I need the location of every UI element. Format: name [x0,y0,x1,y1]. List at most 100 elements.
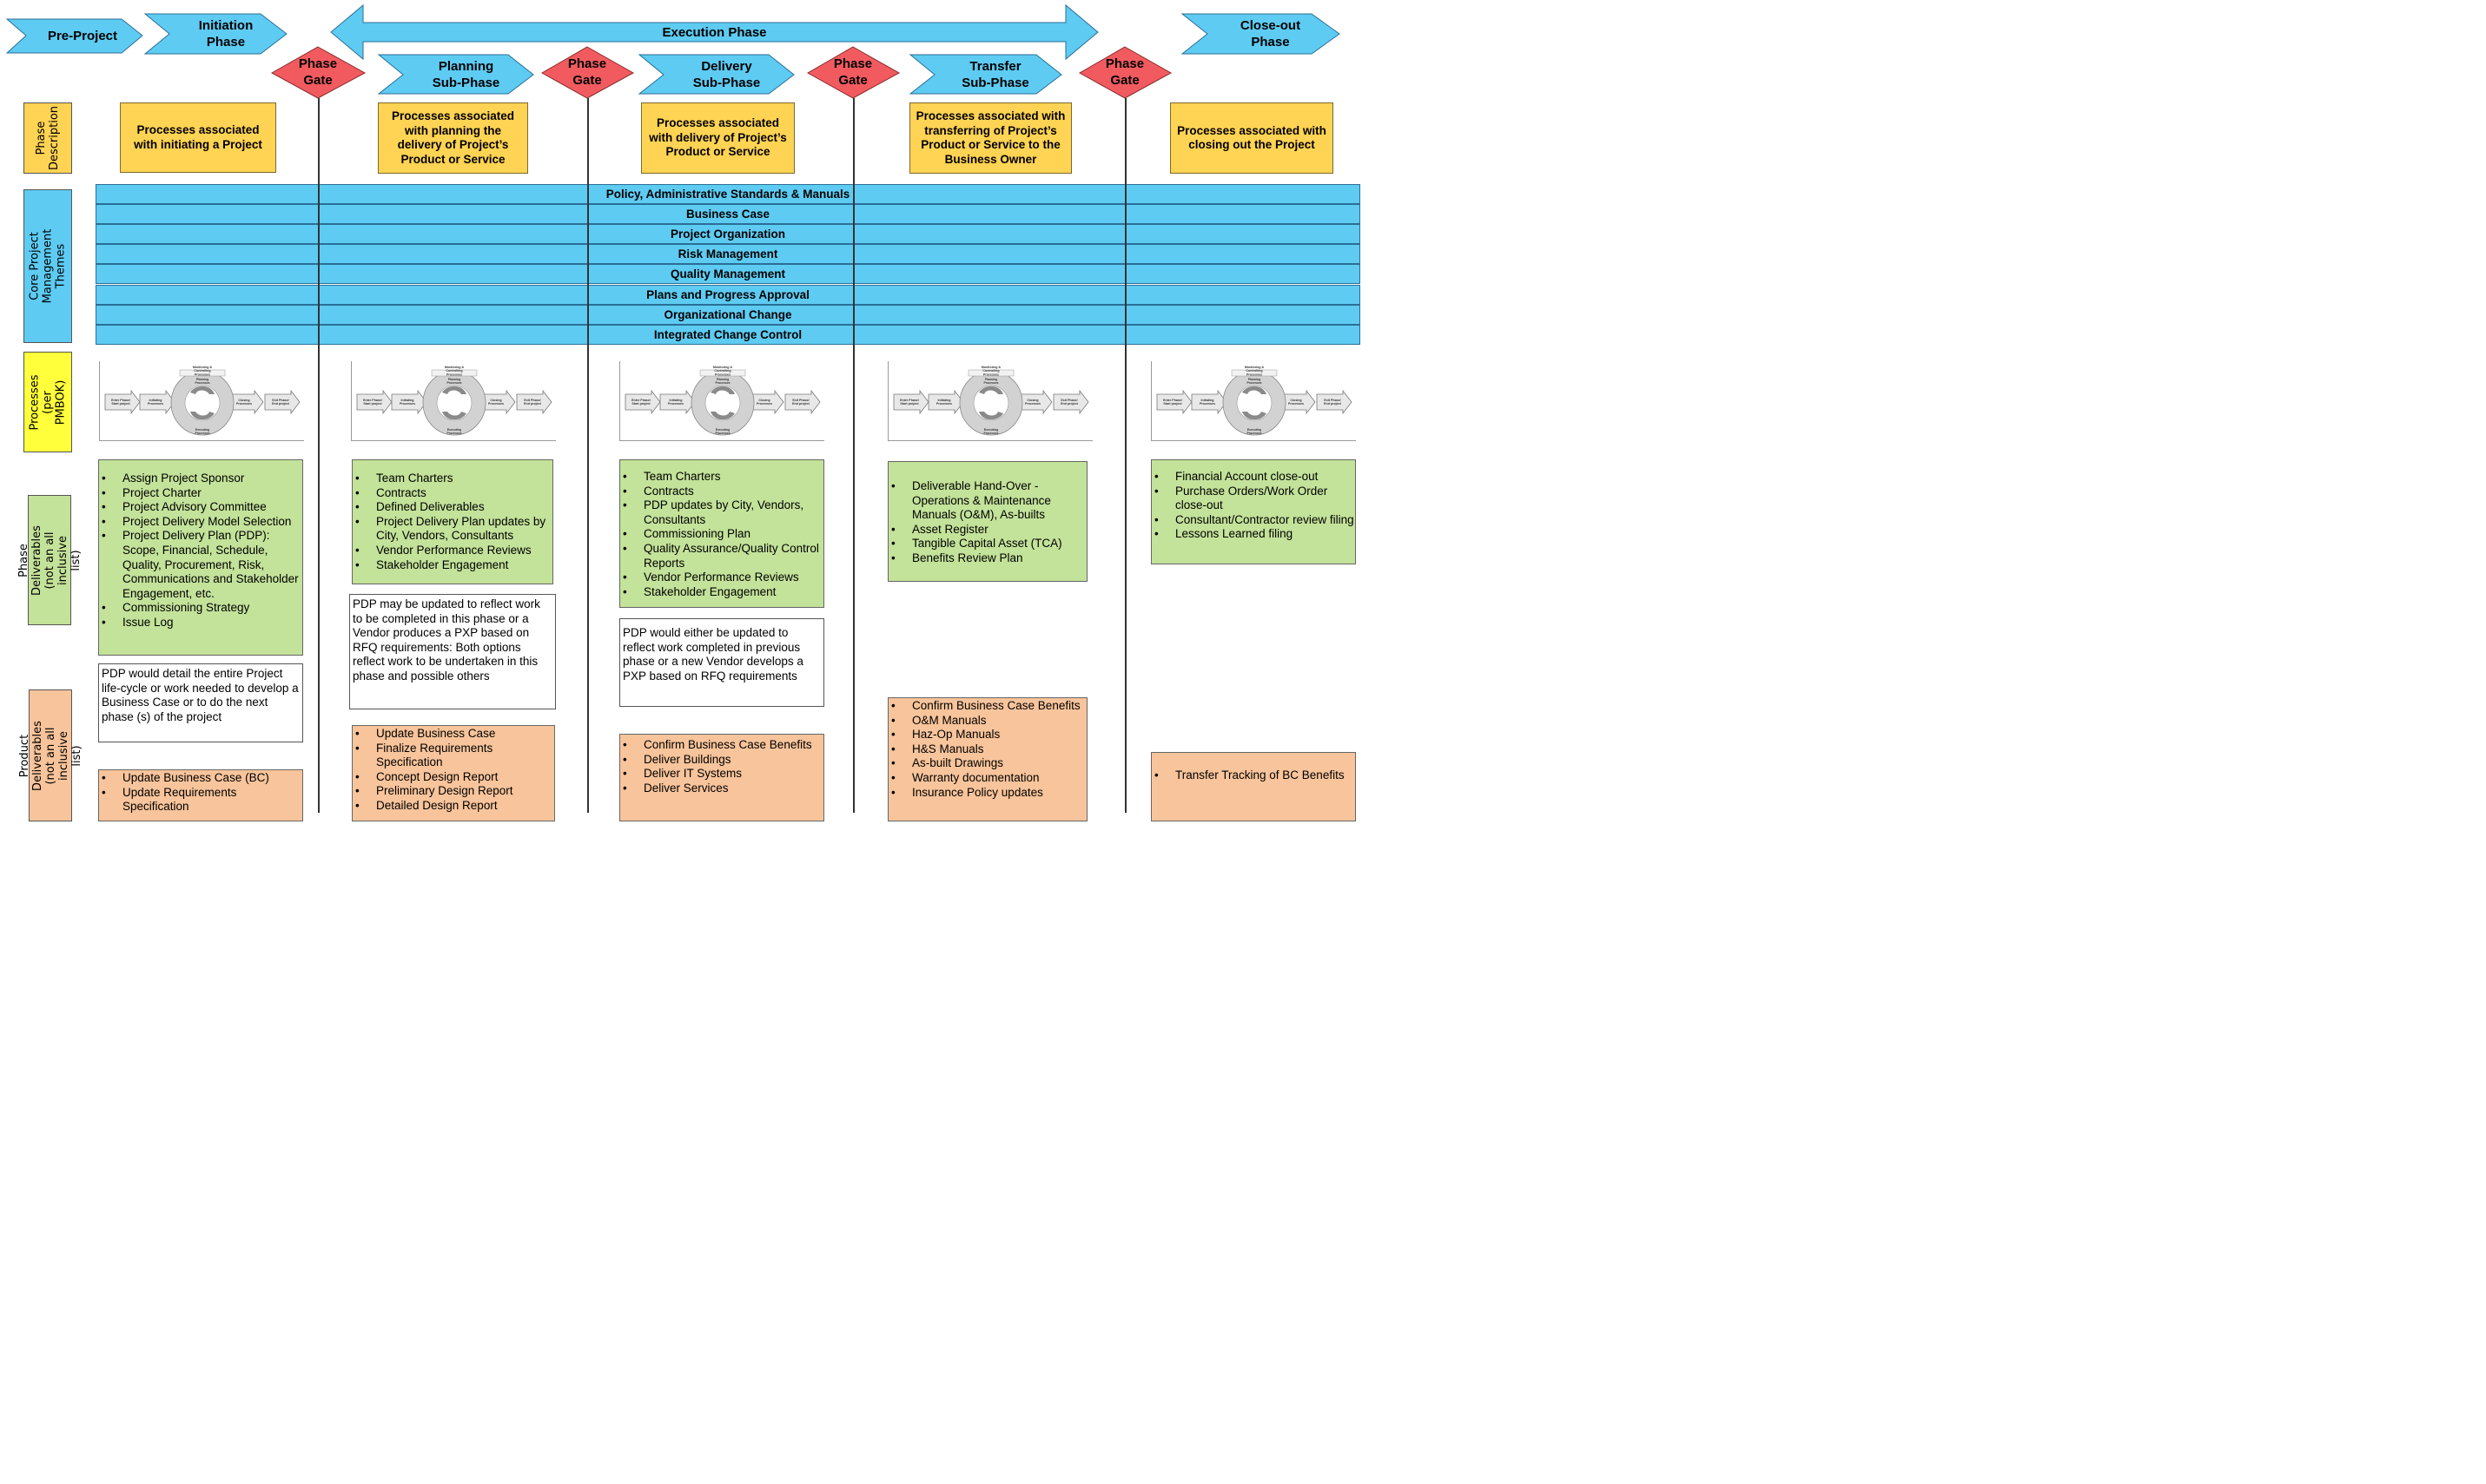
product-list: Confirm Business Case Benefits O&M Manua… [889,699,1087,800]
deliverables-list: Team Charters Contracts Defined Delivera… [353,472,552,572]
enter-label: Enter Phase/Start project [111,399,130,406]
gate-line-4 [1125,98,1127,813]
list-item: Transfer Tracking of BC Benefits [1152,768,1355,783]
planning-arrow [377,54,534,95]
initiation-arrow [143,13,288,55]
list-item: Team Charters [620,470,823,485]
delivery-label: Delivery Sub-Phase [692,58,761,90]
list-item: Insurance Policy updates [889,786,1087,801]
cycle-core [704,385,741,421]
initiation-label: Initiation Phase [198,18,254,49]
row-label-themes: Core Project Management Themes [23,189,72,343]
list-item: Lessons Learned filing [1152,527,1355,542]
monitoring-band [968,369,1015,377]
pre-project-label: Pre-Project [47,29,118,43]
list-item: Vendor Performance Reviews [620,571,823,585]
cycle-arrow-top [1242,386,1266,394]
list-item: Project Delivery Plan updates by City, V… [353,515,552,544]
exit-label: Exit Phase/End project [1324,399,1342,406]
theme-row: Organizational Change [96,305,1360,325]
product-list: Confirm Business Case Benefits Deliver B… [620,738,823,795]
list-item: Preliminary Design Report [353,784,554,799]
planning-label: Planning Sub-Phase [432,58,500,90]
initiating-arrow [139,389,175,415]
list-item: Warranty documentation [889,771,1087,786]
row-label-processes: Processes (per PMBOK) [23,352,72,452]
monitoring-band [1231,369,1278,377]
list-item: Asset Register [889,523,1087,538]
enter-label: Enter Phase/Start project [363,399,382,406]
transfer-arrow [909,54,1062,95]
enter-arrow [1156,389,1193,415]
list-item: Tangible Capital Asset (TCA) [889,537,1087,551]
deliverables-list: Financial Account close-out Purchase Ord… [1152,470,1355,542]
list-item: Assign Project Sponsor [99,472,302,486]
cycle-arrow-top [190,386,215,394]
initiating-arrow [928,389,964,415]
exit-label: Exit Phase/End project [524,399,542,406]
cycle-arrow-top [979,386,1003,394]
list-item: Issue Log [99,616,302,630]
cycle-core [436,385,473,421]
row-label-description: Phase Description [23,102,72,174]
list-item: Project Delivery Model Selection [99,515,302,530]
enter-arrow [625,389,661,415]
list-item: Haz-Op Manuals [889,728,1087,742]
project-lifecycle-diagram: { "phases": { "pre_project": "Pre-Projec… [0,0,1362,821]
exit-label: Exit Phase/End project [1061,399,1079,406]
list-item: Deliverable Hand-Over - Operations & Mai… [889,479,1087,523]
row-label-product-deliverables: Product Deliverables (not an all inclusi… [18,689,83,821]
list-item: Update Business Case (BC) [99,771,302,786]
description-initiation: Processes associated with initiating a P… [120,102,276,173]
phase-gate-2-label: Phase Gate [567,56,607,88]
phase-gate-1-label: Phase Gate [298,56,338,88]
list-item: Stakeholder Engagement [620,585,823,600]
list-item: Project Advisory Committee [99,500,302,515]
list-item: Benefits Review Plan [889,551,1087,566]
deliverables-delivery: Team Charters Contracts PDP updates by C… [619,459,824,608]
gate-line-3 [853,98,855,813]
description-planning: Processes associated with planning the d… [378,102,528,174]
execution-double-arrow [330,3,1099,61]
product-deliverables-planning: Update Business Case Finalize Requiremen… [352,725,555,821]
list-item: Purchase Orders/Work Order close-out [1152,485,1355,513]
delivery-arrow [638,54,795,95]
list-item: PDP updates by City, Vendors, Consultant… [620,498,823,527]
list-item: Consultant/Contractor review filing [1152,513,1355,528]
cycle-arrow-bottom [1242,412,1266,420]
deliverables-list: Team Charters Contracts PDP updates by C… [620,470,823,599]
list-item: Financial Account close-out [1152,470,1355,485]
description-transfer: Processes associated with transferring o… [909,102,1072,174]
note-initiation: PDP would detail the entire Project life… [98,663,303,742]
deliverables-planning: Team Charters Contracts Defined Delivera… [352,459,553,584]
initiating-arrow [391,389,427,415]
enter-arrow [893,389,929,415]
list-item: Commissioning Plan [620,527,823,542]
closeout-arrow [1180,13,1340,55]
deliverables-initiation: Assign Project Sponsor Project Charter P… [98,459,303,656]
list-item: Update Requirements Specification [99,786,302,815]
enter-label: Enter Phase/Start project [900,399,919,406]
list-item: Vendor Performance Reviews [353,544,552,558]
product-deliverables-closeout: Transfer Tracking of BC Benefits [1151,752,1356,821]
initiating-arrow [1191,389,1227,415]
exit-label: Exit Phase/End project [792,399,810,406]
theme-row: Business Case [96,204,1360,224]
